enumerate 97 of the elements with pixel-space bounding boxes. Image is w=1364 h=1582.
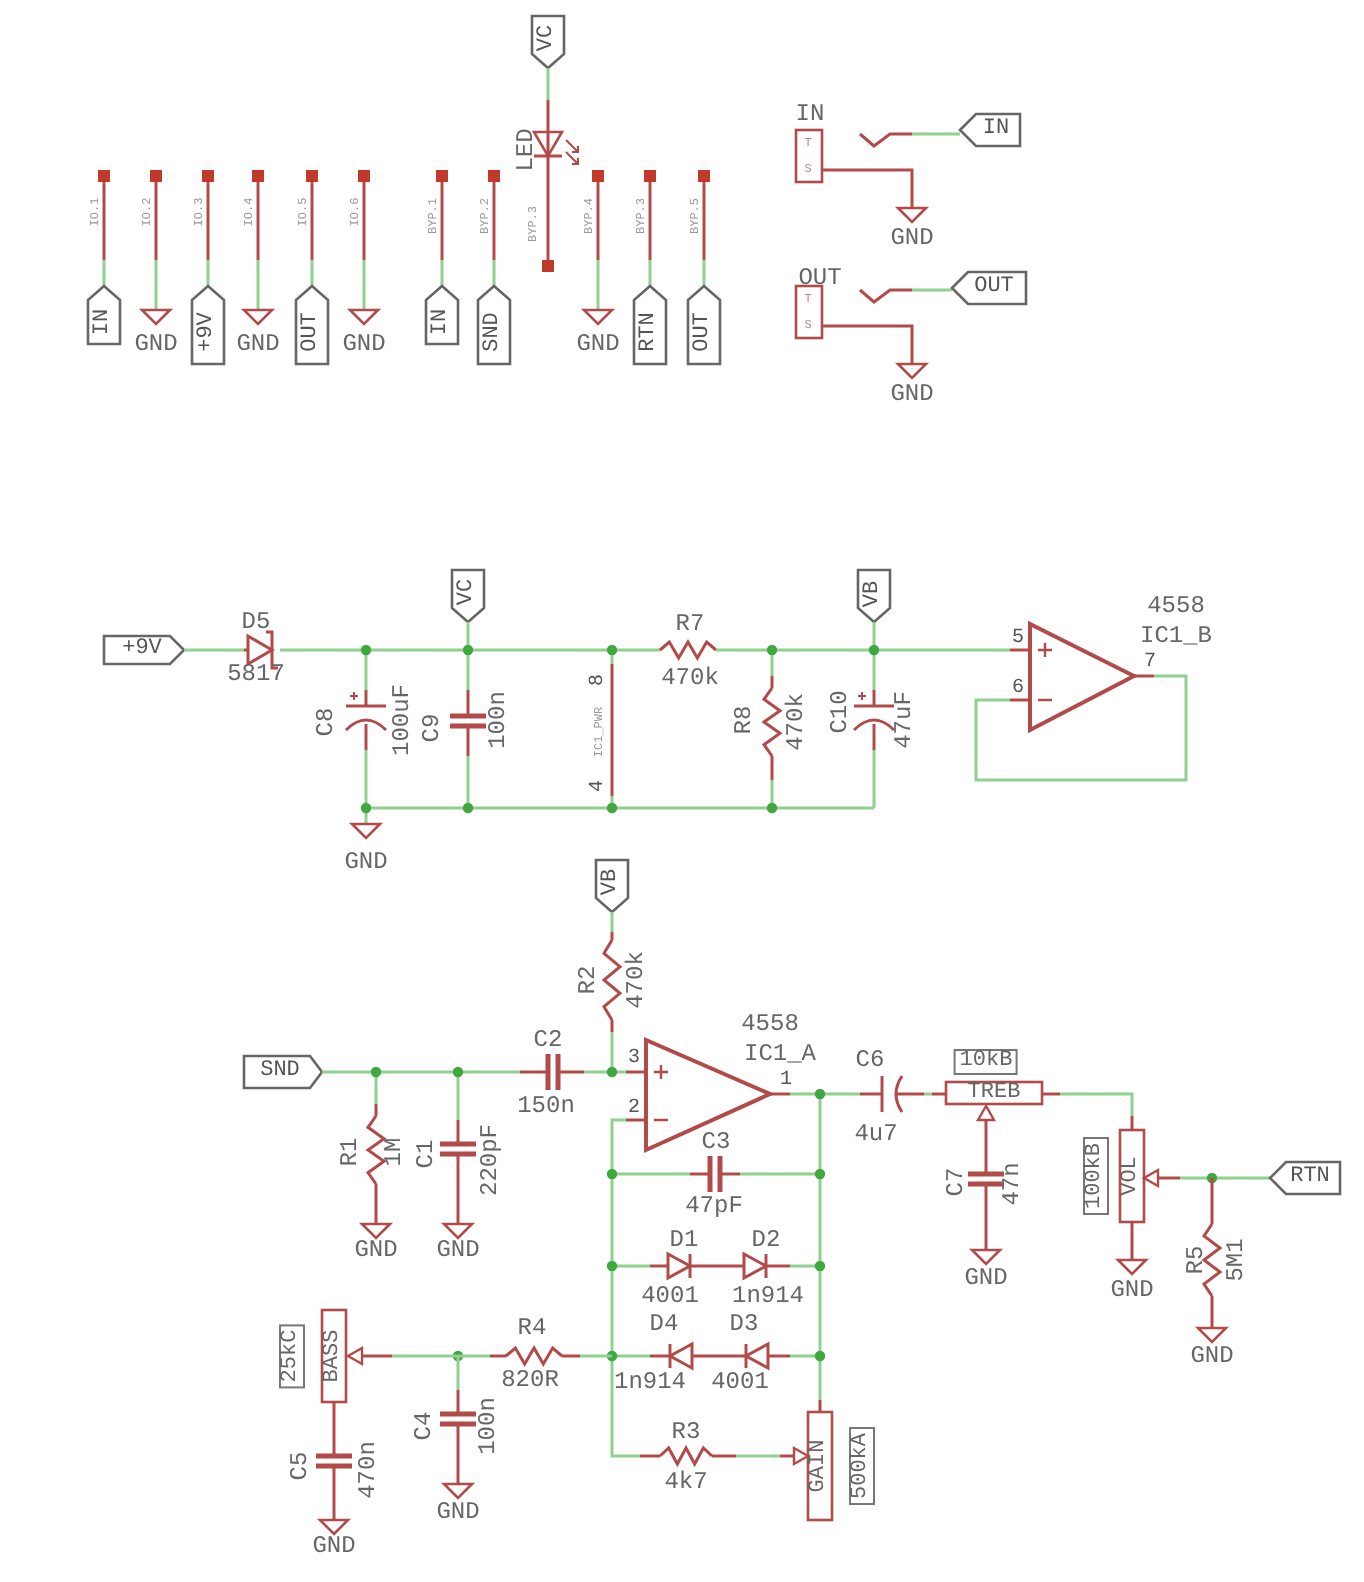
component-value: 4k7 xyxy=(664,1470,708,1494)
component-label: IC1_A xyxy=(744,1042,816,1066)
component-label: C8 xyxy=(314,707,338,737)
component-label: IN xyxy=(795,102,825,126)
component-value: 470k xyxy=(784,693,808,751)
component-value: 100n xyxy=(476,1397,500,1455)
component-label: C6 xyxy=(855,1048,885,1072)
net-label: OUT xyxy=(693,312,715,352)
component-label: IC1_B xyxy=(1140,624,1212,648)
ground-label: GND xyxy=(344,850,388,874)
component-label: R7 xyxy=(675,612,705,636)
ground-label: GND xyxy=(342,332,386,356)
net-label: VB xyxy=(601,868,623,896)
pot-value: 10kB xyxy=(953,1049,1019,1075)
pin-number: 4 xyxy=(590,780,610,792)
component-value: 47pF xyxy=(685,1194,743,1218)
net-label: SND xyxy=(483,312,505,352)
component-label: C10 xyxy=(828,690,852,734)
component-label: C3 xyxy=(701,1130,731,1154)
component-value: 100uF xyxy=(390,684,414,756)
net-label: IN xyxy=(431,308,453,336)
net-label: +9V xyxy=(197,312,219,352)
pin-number: 1 xyxy=(780,1072,792,1092)
pin-number: 2 xyxy=(628,1100,640,1120)
component-label: R3 xyxy=(671,1420,701,1444)
pot-value: 25kC xyxy=(279,1323,305,1389)
component-label: C7 xyxy=(944,1167,968,1197)
component-label: D3 xyxy=(729,1312,759,1336)
net-label: OUT xyxy=(301,312,323,352)
net-label: RTN xyxy=(639,312,661,352)
pin-number: 6 xyxy=(1012,680,1024,700)
net-label: IN xyxy=(982,119,1010,141)
component-label: C9 xyxy=(420,713,444,743)
component-value: 100n xyxy=(486,691,510,749)
net-label: +9V xyxy=(122,639,162,661)
pin-number: 3 xyxy=(628,1050,640,1070)
component-label: C4 xyxy=(412,1411,436,1441)
component-value: 820R xyxy=(501,1368,559,1392)
pin-number: 5 xyxy=(1012,630,1024,650)
component-label: R5 xyxy=(1184,1245,1208,1275)
component-value: 47n xyxy=(1000,1162,1024,1206)
pot-label: GAIN xyxy=(809,1439,831,1493)
ground-label: GND xyxy=(312,1534,356,1558)
component-value: 4u7 xyxy=(854,1122,898,1146)
pot-label: TREB xyxy=(967,1083,1021,1105)
component-value: 150n xyxy=(517,1094,575,1118)
ground-label: GND xyxy=(236,332,280,356)
net-label: VC xyxy=(457,578,479,606)
component-value: 470n xyxy=(356,1441,380,1499)
pot-label: VOL xyxy=(1121,1156,1143,1196)
net-label: SND xyxy=(260,1061,300,1083)
component-label: R8 xyxy=(732,705,756,735)
component-label: C1 xyxy=(414,1139,438,1169)
net-label: VC xyxy=(537,24,559,52)
ground-label: GND xyxy=(964,1266,1008,1290)
component-label: D5 xyxy=(241,610,271,634)
ground-label: GND xyxy=(134,332,178,356)
ground-label: GND xyxy=(890,382,934,406)
component-value: 470k xyxy=(661,666,719,690)
pot-value: 500kA xyxy=(849,1427,875,1505)
component-label: R1 xyxy=(338,1137,362,1167)
component-value: 470k xyxy=(624,951,648,1009)
component-label: OUT xyxy=(798,266,842,290)
pin-number: 8 xyxy=(590,674,610,686)
net-label: IN xyxy=(93,308,115,336)
net-label: OUT xyxy=(974,277,1014,299)
component-label: 4558 xyxy=(741,1012,799,1036)
component-value: 4001 xyxy=(711,1370,769,1394)
component-value: 4001 xyxy=(641,1284,699,1308)
component-value: 220pF xyxy=(478,1124,502,1196)
component-value: 1M xyxy=(382,1137,406,1167)
component-label: D4 xyxy=(649,1312,679,1336)
pot-label: BASS xyxy=(323,1329,345,1383)
ground-label: GND xyxy=(1190,1344,1234,1368)
component-label: D2 xyxy=(751,1228,781,1252)
component-value: 1n914 xyxy=(732,1284,804,1308)
ground-label: GND xyxy=(354,1238,398,1262)
net-label: RTN xyxy=(1290,1167,1330,1189)
component-value: 1n914 xyxy=(614,1370,686,1394)
pin-number: 7 xyxy=(1144,654,1156,674)
component-label: C2 xyxy=(533,1028,563,1052)
component-label: LED xyxy=(514,128,538,172)
ground-label: GND xyxy=(576,332,620,356)
component-value: 5817 xyxy=(227,662,285,686)
component-label: C5 xyxy=(288,1451,312,1481)
component-label: R4 xyxy=(517,1316,547,1340)
component-label: 4558 xyxy=(1147,594,1205,618)
pot-value: 100kB xyxy=(1083,1137,1109,1215)
net-label: VB xyxy=(863,580,885,608)
ground-label: GND xyxy=(436,1238,480,1262)
component-label: R2 xyxy=(576,965,600,995)
component-label: D1 xyxy=(669,1228,699,1252)
ground-label: GND xyxy=(436,1500,480,1524)
component-value: 5M1 xyxy=(1224,1238,1248,1282)
component-value: 47uF xyxy=(892,691,916,749)
ground-label: GND xyxy=(1110,1278,1154,1302)
ground-label: GND xyxy=(890,226,934,250)
